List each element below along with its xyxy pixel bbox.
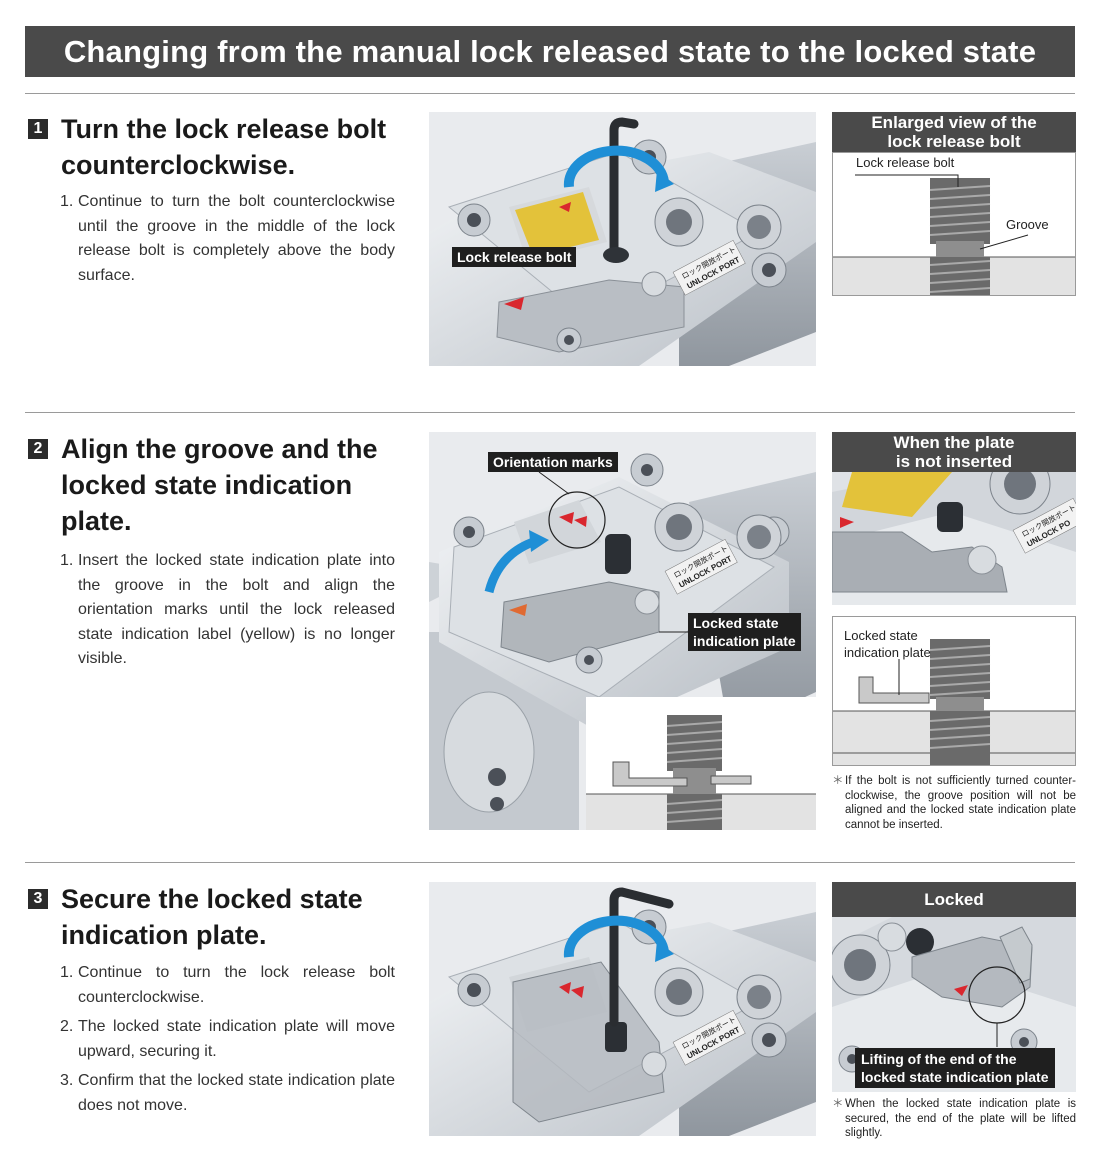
step-3-instructions: 1. Continue to turn the lock release bol… xyxy=(60,961,395,1123)
section-divider xyxy=(25,862,1075,863)
enlarged-view-header: Enlarged view of the lock release bolt xyxy=(832,112,1076,152)
groove-label: Groove xyxy=(1006,217,1049,232)
enlarged-view-diagram xyxy=(832,152,1076,296)
instruction-item: 1. Continue to turn the bolt countercloc… xyxy=(60,193,395,284)
step-1-instructions: 1. Continue to turn the bolt countercloc… xyxy=(60,190,395,293)
step-3-note: ＊ When the locked state indication plate… xyxy=(832,1098,1076,1139)
locked-plate-callout: Locked state indication plate xyxy=(688,613,801,651)
step-1-photo: ロック開放ポート UNLOCK PORT xyxy=(429,112,816,366)
step-title: Secure the locked state indication plate… xyxy=(61,884,363,950)
instruction-item: 2. The locked state indication plate wil… xyxy=(60,1018,395,1060)
section-divider xyxy=(25,412,1075,413)
instruction-item: 1. Insert the locked state indication pl… xyxy=(60,552,395,667)
section-divider xyxy=(25,93,1075,94)
lock-release-bolt-callout: Lock release bolt xyxy=(452,247,577,267)
step-number-badge: 2 xyxy=(28,439,48,459)
step-2-heading: 2 Align the groove and the locked state … xyxy=(28,431,403,539)
plate-not-inserted-photo: ロック開放ポート UNLOCK PO xyxy=(832,472,1076,605)
orientation-marks-callout: Orientation marks xyxy=(488,452,618,472)
step-3-heading: 3 Secure the locked state indication pla… xyxy=(28,881,403,953)
step-2-note: ＊ If the bolt is not sufficiently turned… xyxy=(832,775,1076,831)
step-title: Align the groove and the locked state in… xyxy=(61,434,378,536)
step-2-instructions: 1. Insert the locked state indication pl… xyxy=(60,549,395,677)
step-2-photo: ロック開放ポート UNLOCK PORT xyxy=(429,432,816,830)
plate-not-inserted-header: When the plate is not inserted xyxy=(832,432,1076,472)
instruction-item: 3. Confirm that the locked state indicat… xyxy=(60,1072,395,1114)
instruction-item: 1. Continue to turn the lock release bol… xyxy=(60,964,395,1006)
bolt-label: Lock release bolt xyxy=(856,155,955,170)
step-number-badge: 3 xyxy=(28,889,48,909)
step-1-heading: 1 Turn the lock release bolt countercloc… xyxy=(28,111,403,183)
locked-header: Locked xyxy=(832,882,1076,917)
plate-diagram-label: Locked state indication plate xyxy=(844,628,931,660)
plate-lift-callout: Lifting of the end of the locked state i… xyxy=(855,1048,1055,1088)
plate-not-inserted-diagram xyxy=(832,616,1076,766)
step-3-photo: ロック開放ポート UNLOCK PORT xyxy=(429,882,816,1136)
step-number-badge: 1 xyxy=(28,119,48,139)
step-title: Turn the lock release bolt counterclockw… xyxy=(61,114,387,180)
page-title: Changing from the manual lock released s… xyxy=(25,26,1075,77)
